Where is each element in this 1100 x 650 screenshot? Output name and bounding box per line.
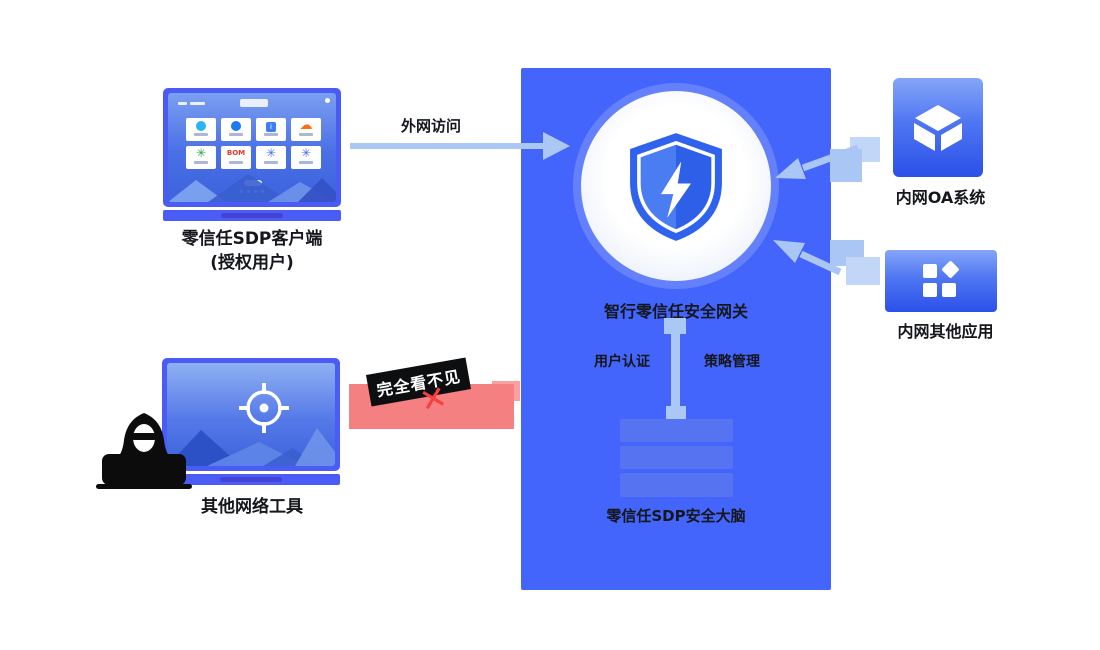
attacker-monitor-screen [167,363,335,466]
monitor-stand-pill [220,477,282,482]
oa-system-box [893,78,983,177]
data-block [846,257,880,285]
server-icon-row [620,419,733,442]
app-tile[interactable]: i [256,118,286,141]
connector-arrow-bottom [666,406,686,419]
bom-app-label: BOM [226,149,246,157]
person-icon: i [256,118,286,132]
server-icon-row [620,446,733,469]
cloud-icon: ☁ [299,118,313,133]
apps-to-gateway-arrow [773,240,842,276]
mountains-graphic [167,428,335,466]
attacker-monitor [162,358,340,471]
shield-icon [630,133,722,241]
app-tile[interactable]: ☁ [291,118,321,141]
client-monitor: i ☁ ✳ BOM ✳ ✳ [163,88,341,207]
client-monitor-stand [163,210,341,221]
gear-icon: ✳ [265,146,277,160]
gear-icon: ✳ [300,146,312,160]
connector-arrow-shaft [671,334,680,408]
app-tile[interactable]: ✳ [186,146,216,169]
gateway-auth-label: 用户认证 [594,354,650,370]
gateway-title: 智行零信任安全网关 [603,302,748,321]
sync-icon [186,118,216,132]
status-text-bar [190,102,205,105]
other-apps-box [885,250,997,312]
oa-to-gateway-arrow [775,144,860,179]
oa-system-label: 内网OA系统 [895,188,986,207]
app-tile[interactable]: BOM [221,146,251,169]
lightning-icon [660,161,692,218]
server-icon-row [620,473,733,497]
app-tile[interactable] [186,118,216,141]
external-access-arrow [350,132,570,160]
client-monitor-screen: i ☁ ✳ BOM ✳ ✳ [168,93,336,202]
gateway-policy-label: 策略管理 [704,354,760,370]
attacker-title: 其他网络工具 [201,497,303,517]
mountains-graphic [168,174,336,202]
app-tile[interactable]: ✳ [291,146,321,169]
external-access-label: 外网访问 [400,117,461,135]
app-tile[interactable] [221,118,251,141]
brain-title: 零信任SDP安全大脑 [606,507,746,525]
client-subtitle: (授权用户) [210,253,294,273]
hacker-icon [96,413,192,489]
dashboard-icon [221,118,251,132]
cube-icon [914,104,962,151]
status-text-bar [178,102,187,105]
connector-arrow-top [664,318,686,334]
apps-grid-icon [923,261,959,297]
app-tile[interactable]: ✳ [256,146,286,169]
screen-title-bar [240,99,268,107]
attacker-monitor-stand [162,474,340,485]
monitor-stand-pill [221,213,283,218]
other-apps-label: 内网其他应用 [897,322,994,341]
gear-icon: ✳ [195,146,207,160]
client-title: 零信任SDP客户端 [181,229,323,249]
crosshair-icon [239,383,289,433]
close-dot-icon [325,98,330,103]
